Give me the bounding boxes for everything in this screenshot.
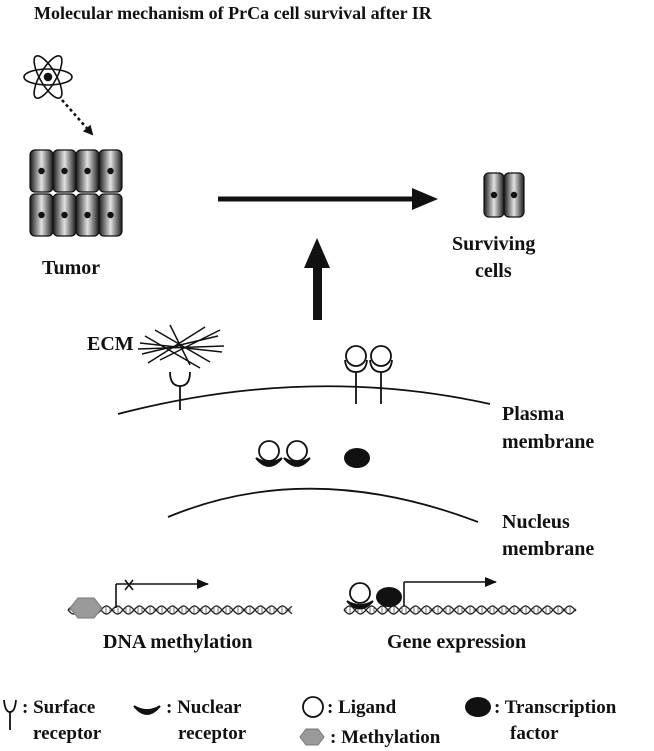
tumor-cell [98,149,123,193]
legend-surface-receptor-label-line2: receptor [33,723,102,744]
cell-nucleus-dot [61,211,68,219]
cell-nucleus-dot [84,167,91,175]
legend-transcription-factor-label-line2: factor [510,723,559,744]
legend-methylation-label: : Methylation [330,727,441,748]
cell-nucleus-dot [61,167,68,175]
legend-ligand-icon [302,696,324,718]
radiation-arrow [61,99,94,136]
dna-strand [343,605,577,615]
tumor-cell [29,149,54,193]
plasma-membrane-label-line1: Plasma [502,403,565,425]
surviving-cells [483,172,525,218]
cell-nucleus-dot [107,167,114,175]
nucleus-membrane-label-line1: Nucleus [502,511,570,533]
active-transcription-arrow [403,577,497,606]
cell-nucleus-dot [490,191,498,199]
legend-methylation-icon [299,728,325,746]
cell-nucleus-dot [38,167,45,175]
surviving-cell [483,172,505,218]
legend-transcription-factor-icon [465,697,491,717]
cell-nucleus-dot [38,211,45,219]
surviving-label-line2: cells [475,260,512,282]
legend-transcription-factor-label-line1: : Transcription [494,697,617,718]
dna-methylation-label: DNA methylation [103,631,253,653]
tumor-cell [29,193,54,237]
active-transcription-complex [346,582,402,610]
cell-nucleus-dot [84,211,91,219]
plasma-membrane-curve [117,385,491,415]
legend-ligand-label: : Ligand [327,697,397,718]
blocked-transcription-arrow [115,579,209,608]
ligand-receptor-pair-icon [344,345,393,404]
tumor-cell [75,193,100,237]
surviving-cell [503,172,525,218]
survival-arrow-head [412,188,438,210]
tumor-cell [52,193,77,237]
tumor-cell [98,193,123,237]
nucleus-membrane-curve [167,487,479,523]
legend-nuclear-receptor-label-line1: : Nuclear [166,697,242,718]
ecm-fibers-icon [137,324,225,369]
legend-nuclear-receptor-icon [133,705,161,715]
gene-expression-label: Gene expression [387,631,527,653]
tumor-cell [75,149,100,193]
tumor-cell [52,149,77,193]
ecm-label: ECM [87,333,134,355]
tumor-cells [29,149,123,237]
plasma-membrane-label-line2: membrane [502,431,595,453]
dna-strand [67,605,293,615]
signal-arrow-head [304,238,330,268]
transcription-factor-icon [344,448,370,468]
cell-nucleus-dot [107,211,114,219]
dna-strand [343,605,577,615]
block-x-icon [124,579,134,591]
nucleus-membrane-label-line2: membrane [502,538,595,560]
cell-nucleus-dot [510,191,518,199]
ligand-nuclear-receptor-complex-icon [255,440,311,467]
surface-receptor-icon [169,371,191,410]
methylation-hexagon-icon [69,597,103,619]
legend-surface-receptor-icon [3,699,17,730]
signal-arrow-shaft [313,262,322,320]
radiation-atom-icon [23,55,73,99]
legend-surface-receptor-label-line1: : Surface [22,697,96,718]
dna-helix-right [343,605,577,615]
surviving-label-line1: Surviving [452,233,536,255]
tumor-label: Tumor [42,257,101,279]
legend-nuclear-receptor-label-line2: receptor [178,723,247,744]
diagram-title: Molecular mechanism of PrCa cell surviva… [34,3,432,23]
